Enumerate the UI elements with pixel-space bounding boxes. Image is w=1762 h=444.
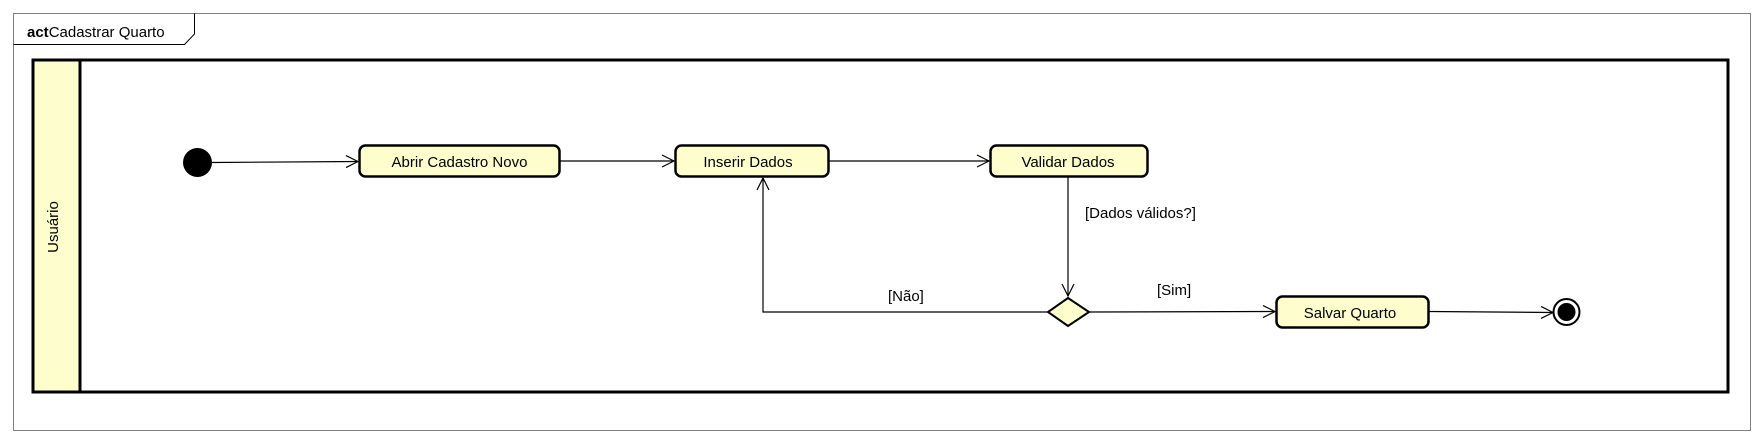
action-open-new: Abrir Cadastro Novo — [358, 144, 561, 178]
action-save-room-label: Salvar Quarto — [1304, 305, 1397, 322]
initial-node — [183, 148, 212, 177]
action-insert-data: Inserir Dados — [674, 144, 830, 178]
flow-decision-no-to-insert — [763, 178, 1048, 313]
guard-yes: [Sim] — [1157, 282, 1191, 299]
action-save-room: Salvar Quarto — [1275, 295, 1430, 329]
frame-name: Cadastrar Quarto — [49, 24, 165, 41]
action-open-new-label: Abrir Cadastro Novo — [392, 154, 528, 171]
swimlane-header — [31, 58, 82, 394]
frame-name-tab — [13, 13, 195, 45]
frame-keyword: act — [27, 24, 49, 41]
decision-node — [1046, 296, 1091, 328]
swimlane-label: Usuário — [45, 201, 62, 253]
action-validate-data: Validar Dados — [989, 144, 1149, 178]
flow-start-to-open — [211, 162, 358, 163]
flow-decision-yes-to-save — [1088, 312, 1275, 313]
action-validate-data-label: Validar Dados — [1021, 154, 1114, 171]
action-insert-data-label: Inserir Dados — [703, 154, 792, 171]
frame-title: actCadastrar Quarto — [27, 24, 165, 41]
guard-question: [Dados válidos?] — [1085, 205, 1196, 222]
flow-save-to-end — [1428, 312, 1553, 313]
swimlane-border — [31, 58, 1730, 394]
final-node — [1552, 298, 1581, 326]
guard-no: [Não] — [888, 288, 924, 305]
